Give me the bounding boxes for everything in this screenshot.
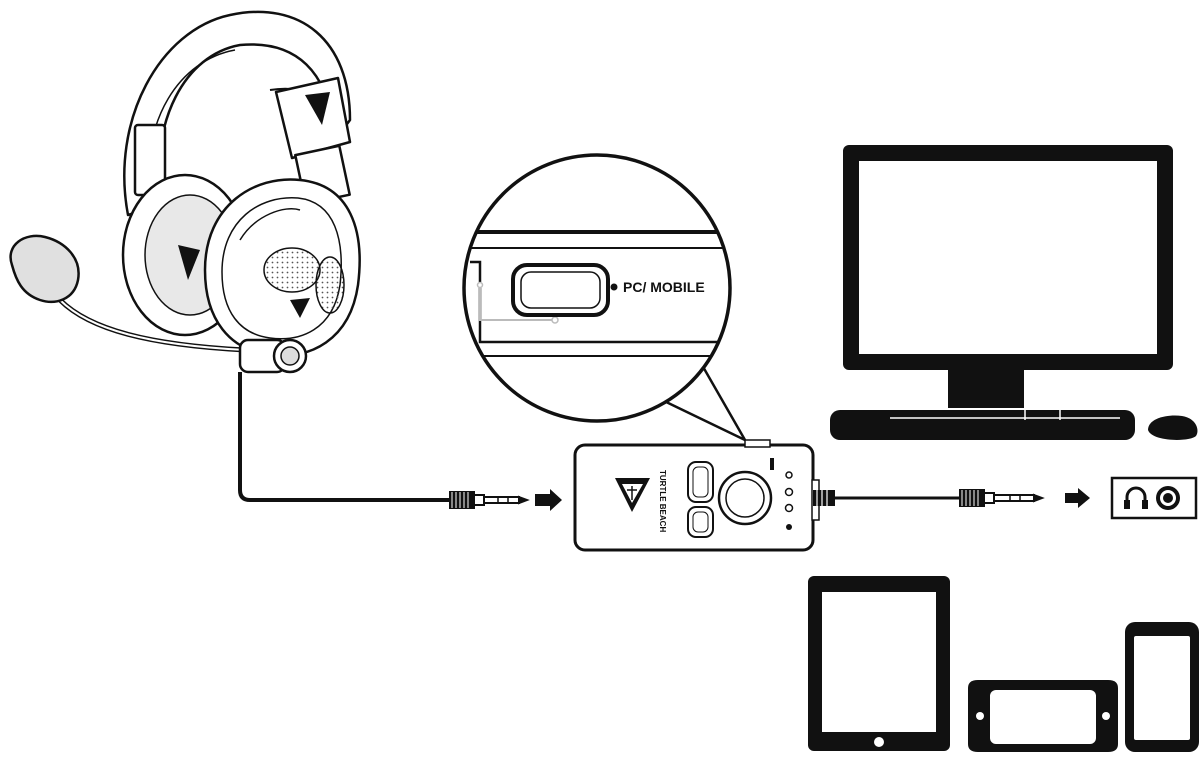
headphone-jack	[1110, 476, 1198, 520]
mic-foam	[9, 234, 80, 304]
headphone-icon	[1124, 486, 1148, 509]
audio-controller: TURTLE BEACH	[573, 439, 835, 552]
headset	[9, 10, 450, 502]
headset-headband	[123, 10, 352, 217]
pc-mouse	[1148, 415, 1198, 440]
smartphone-device	[1125, 622, 1199, 752]
headset-cable	[238, 372, 450, 502]
pc-monitor	[843, 145, 1173, 408]
headset-plug	[449, 491, 530, 509]
pc-keyboard	[830, 410, 1135, 440]
handheld-console	[968, 680, 1118, 752]
controller-brand-text: TURTLE BEACH	[658, 470, 667, 532]
output-plug	[959, 489, 1045, 507]
tablet-device	[808, 576, 950, 751]
mode-switch	[511, 263, 610, 317]
headband-logo-block	[274, 76, 352, 160]
plug-arrow-right	[1065, 488, 1090, 508]
mode-label: PC/ MOBILE	[623, 279, 705, 295]
plug-arrow-left	[535, 489, 562, 511]
mode-switch-callout: PC/ MOBILE	[462, 153, 747, 442]
